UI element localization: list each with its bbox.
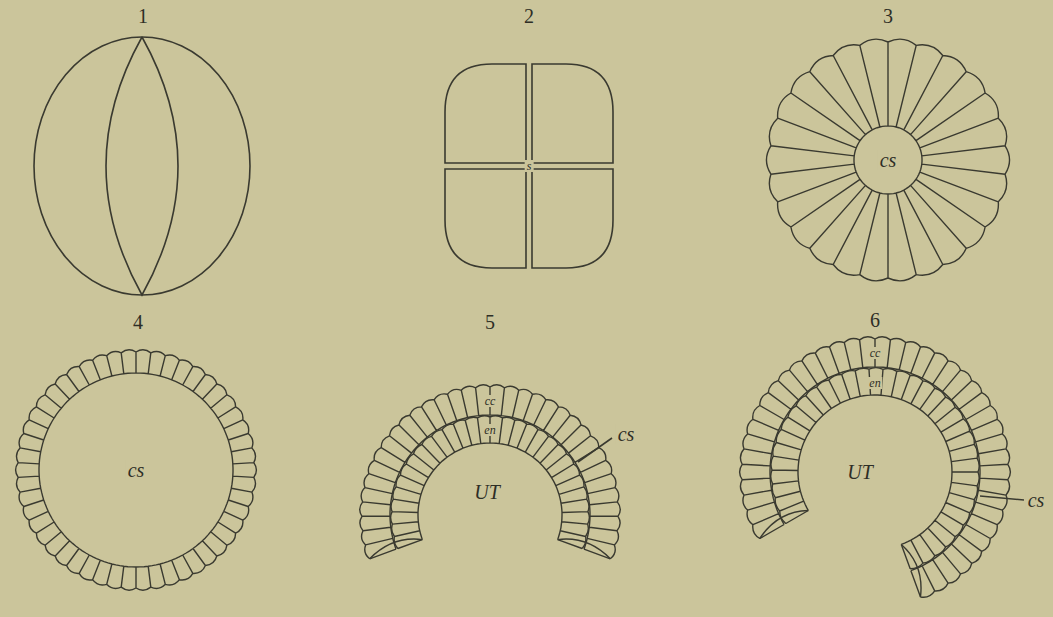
blastopore-lip (370, 539, 611, 559)
blastopore-lip (760, 511, 921, 598)
ectoderm-cells (360, 385, 621, 559)
cavity-label: UT (845, 462, 875, 482)
figure-number: 2 (522, 6, 536, 26)
cavity-label: UT (472, 482, 502, 502)
figure-number: 6 (868, 310, 882, 330)
cavity-label: s (525, 160, 534, 172)
cavity-label: cs (126, 460, 147, 480)
leader-line (980, 496, 1024, 500)
ectoderm-cells (740, 337, 1011, 597)
zygote-outline (34, 37, 250, 295)
layer-label: en (482, 424, 497, 436)
blastomere (445, 64, 526, 163)
figure-number: 4 (131, 312, 145, 332)
endoderm-cells (771, 368, 980, 569)
blastomere (445, 169, 526, 268)
figure-number: 5 (483, 312, 497, 332)
figure-number: 1 (136, 6, 150, 26)
layer-label: cc (868, 347, 883, 359)
cavity-label: cs (1026, 490, 1047, 510)
blastomere (532, 64, 613, 163)
radial-cells (766, 39, 1009, 281)
cleavage-furrow (106, 37, 178, 295)
cavity-label: cs (878, 150, 899, 170)
layer-label: cc (483, 395, 498, 407)
blastula-wall (16, 350, 257, 590)
layer-label: en (867, 377, 882, 389)
cavity-label: cs (616, 424, 637, 444)
endoderm-cells (391, 416, 590, 549)
figure-number: 3 (881, 6, 895, 26)
blastomere (532, 169, 613, 268)
